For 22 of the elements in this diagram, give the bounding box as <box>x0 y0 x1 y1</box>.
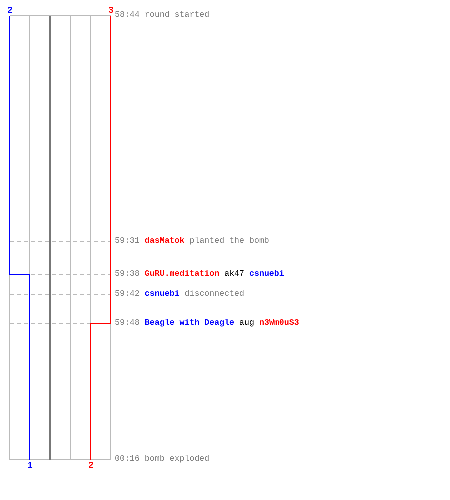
player-count: 1 <box>28 461 33 471</box>
player-name: csnuebi <box>144 290 180 300</box>
weapon-name: ak47 <box>224 270 245 280</box>
player-count: 2 <box>8 6 13 16</box>
event-text: planted the bomb <box>190 237 270 247</box>
player-name: dasMatok <box>144 237 185 247</box>
player-name: Beagle with Deagle <box>144 319 235 329</box>
event-text: round started <box>144 11 210 21</box>
event-text: bomb exploded <box>144 455 210 465</box>
player-count: 2 <box>88 461 94 471</box>
timestamp: 59:38 <box>115 270 140 280</box>
player-name: csnuebi <box>250 270 284 280</box>
player-count: 3 <box>108 6 114 16</box>
player-name: n3Wm0uS3 <box>259 319 300 329</box>
event-text: disconnected <box>184 290 245 300</box>
timestamp: 00:16 <box>115 455 140 465</box>
weapon-name: aug <box>240 319 254 329</box>
player-name: GuRU.meditation <box>144 270 220 280</box>
timestamp: 59:42 <box>115 290 140 300</box>
timestamp: 58:44 <box>115 11 140 21</box>
timestamp: 59:31 <box>115 237 140 247</box>
timestamp: 59:48 <box>115 319 140 329</box>
